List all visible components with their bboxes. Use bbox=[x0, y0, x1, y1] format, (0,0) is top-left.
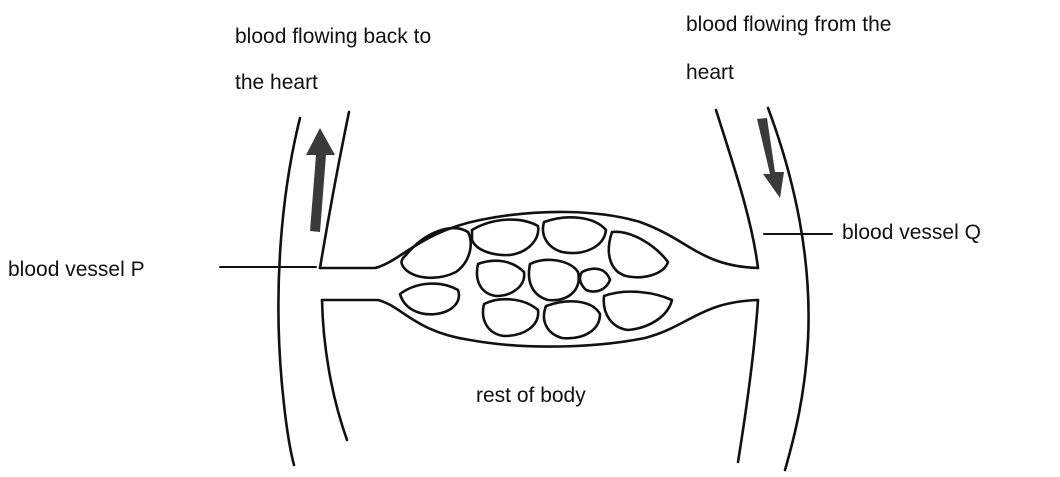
capillary-island bbox=[580, 269, 610, 292]
label-rest-of-body: rest of body bbox=[476, 385, 586, 406]
vessel-p-outer-wall bbox=[278, 118, 300, 465]
label-blood-flowing-from-line1: blood flowing from the bbox=[686, 14, 891, 35]
capillary-island bbox=[529, 260, 579, 300]
capillary-island bbox=[472, 220, 538, 256]
capillary-island bbox=[483, 299, 538, 336]
label-blood-vessel-p: blood vessel P bbox=[8, 259, 145, 280]
vessel-q-outer-wall bbox=[768, 108, 809, 470]
vessel-q-inner-wall-upper bbox=[716, 110, 758, 268]
capillary-island bbox=[609, 232, 668, 277]
capillary-channel-bottom bbox=[322, 300, 758, 347]
capillary-island bbox=[477, 261, 524, 296]
capillary-island bbox=[604, 292, 672, 330]
label-blood-vessel-q: blood vessel Q bbox=[842, 222, 981, 243]
capillary-island bbox=[400, 284, 459, 315]
arrow-down-icon bbox=[757, 118, 784, 198]
label-blood-flowing-from-line2: heart bbox=[686, 62, 734, 83]
capillary-island bbox=[544, 301, 600, 338]
label-blood-flowing-back-line1: blood flowing back to bbox=[235, 26, 431, 47]
vessel-q-inner-wall-lower bbox=[738, 300, 758, 462]
vessel-p-inner-wall-lower bbox=[322, 300, 347, 440]
capillary-island bbox=[543, 217, 606, 253]
label-blood-flowing-back-line2: the heart bbox=[235, 72, 318, 93]
arrow-up-icon bbox=[306, 128, 335, 232]
vessel-p-inner-wall-upper bbox=[320, 112, 349, 268]
